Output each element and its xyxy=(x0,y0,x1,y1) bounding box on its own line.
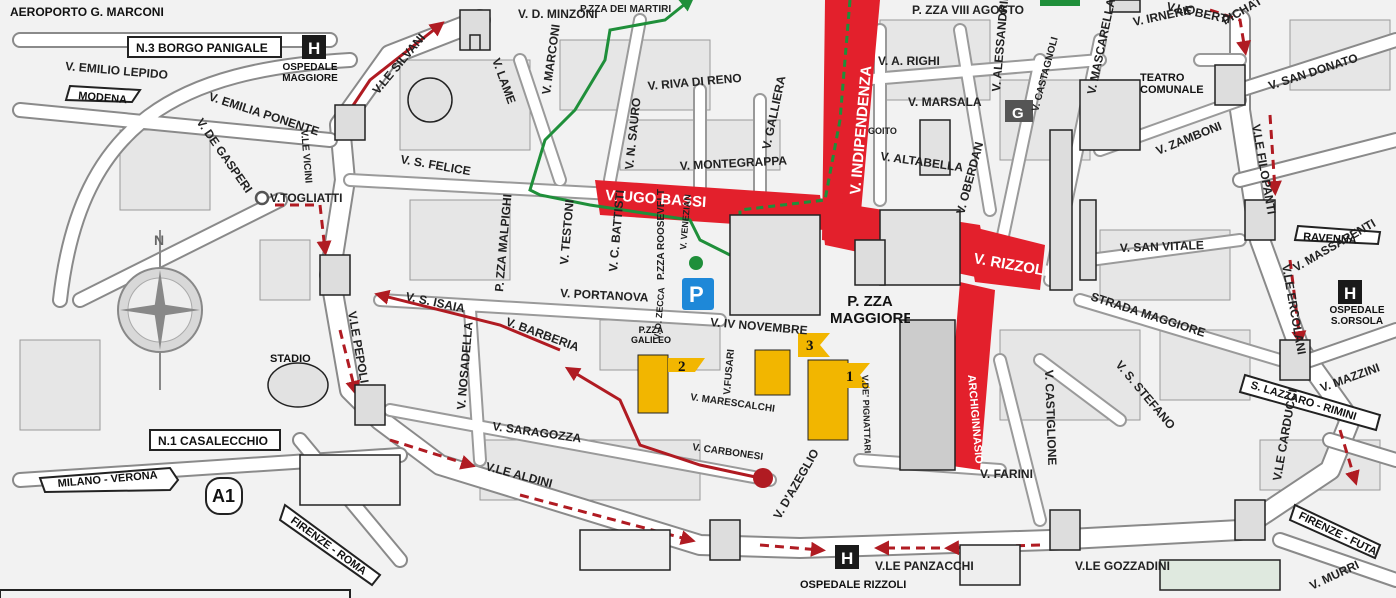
marker-three: 3 xyxy=(806,338,814,354)
street-testoni: V. TESTONI xyxy=(557,199,577,265)
h-orsola: H xyxy=(1344,284,1356,303)
g-letter: G xyxy=(1012,105,1024,122)
legend-box-edge xyxy=(0,589,351,598)
landmark-galileo-box: P.ZZA GALILEO xyxy=(631,325,671,345)
hospital-rizzoli-label: OSPEDALE RIZZOLI xyxy=(800,579,906,591)
hospital-orsola-label-box: OSPEDALE S.ORSOLA xyxy=(1329,305,1385,327)
sign-casalecchio: N.1 CASALECCHIO xyxy=(158,434,268,448)
landmark-stadio: STADIO xyxy=(270,353,311,365)
landmark-roosevelt: P.ZZA ROOSEVELT xyxy=(656,189,667,280)
street-pzza-martiri: P.ZZA DEI MARTIRI xyxy=(580,4,671,15)
street-pignattari: V.DE' PIGNATTARI xyxy=(860,375,873,454)
h-maggiore: H xyxy=(308,39,320,58)
street-a-righi: V. A. RIGHI xyxy=(878,54,940,68)
street-zecca: V. D. ZECCA xyxy=(652,286,667,340)
red-start-dot xyxy=(753,468,773,488)
parking-icon xyxy=(682,278,714,310)
landmark-teatro-box: TEATRO COMUNALE xyxy=(1140,72,1204,96)
monuments xyxy=(267,77,1281,591)
hospital-orsola-label: OSPEDALE S.ORSOLA xyxy=(1329,305,1385,327)
street-vicini: V.LE VICINI xyxy=(298,129,314,184)
hospital-maggiore-label: OSPEDALE MAGGIORE xyxy=(282,62,338,84)
street-gozzadini: V.LE GOZZADINI xyxy=(1075,559,1170,573)
sign-boxes xyxy=(38,36,1382,587)
sign-a1: A1 xyxy=(212,486,235,506)
togliatti-ring xyxy=(254,190,270,206)
marker-two: 2 xyxy=(678,359,686,375)
airport-label: AEROPORTO G. MARCONI xyxy=(10,5,164,19)
compass-rose xyxy=(117,230,203,390)
compass-n: N xyxy=(154,232,164,248)
marker-one: 1 xyxy=(846,369,854,385)
street-castiglione: V. CASTIGLIONE xyxy=(1042,370,1059,466)
street-pzza-viii: P. ZZA VIII AGOSTO xyxy=(912,3,1024,17)
landmark-pzza-maggiore: P. ZZA MAGGIORE xyxy=(830,293,910,327)
street-portanova: V. PORTANOVA xyxy=(560,286,649,305)
hospital-maggiore-label-box: OSPEDALE MAGGIORE xyxy=(282,62,338,84)
landmark-teatro: TEATRO COMUNALE xyxy=(1140,72,1204,96)
sign-modena: MODENA xyxy=(78,90,128,106)
h-rizzoli: H xyxy=(841,549,853,568)
street-san-vitale: V. SAN VITALE xyxy=(1120,238,1204,255)
landmark-pzza-maggiore-box: P. ZZA MAGGIORE xyxy=(830,293,910,327)
sign-ravenna: RAVENNA xyxy=(1303,231,1357,247)
green-route xyxy=(528,0,731,257)
parking-letter: P xyxy=(689,282,704,307)
gold-markers xyxy=(637,333,870,441)
landmark-galileo: P.ZZA GALILEO xyxy=(631,325,671,345)
street-marsala: V. MARSALA xyxy=(908,95,982,109)
street-farini: V. FARINI xyxy=(980,467,1033,481)
hospital-icon-orsola xyxy=(1338,280,1362,304)
street-goito: GOITO xyxy=(868,126,897,136)
hospital-icon-maggiore xyxy=(302,35,326,59)
street-venezian: V. VENEZIAN xyxy=(678,194,693,250)
street-togliatti: V.TOGLIATTI xyxy=(270,191,342,205)
sign-borgo: N.3 BORGO PANIGALE xyxy=(136,41,268,55)
street-panzacchi: V.LE PANZACCHI xyxy=(875,559,974,573)
green-edge xyxy=(1040,0,1080,6)
green-start-dot xyxy=(689,256,703,270)
street-minzoni: V. D. MINZONI xyxy=(518,7,598,21)
street-montegrappa: V. MONTEGRAPPA xyxy=(679,153,787,173)
street-fusari: V.FUSARI xyxy=(722,349,737,396)
red-dashed-routes xyxy=(275,8,1360,580)
hospital-icon-rizzoli xyxy=(835,545,859,569)
city-gates xyxy=(319,0,1311,561)
g-icon xyxy=(1005,100,1033,122)
